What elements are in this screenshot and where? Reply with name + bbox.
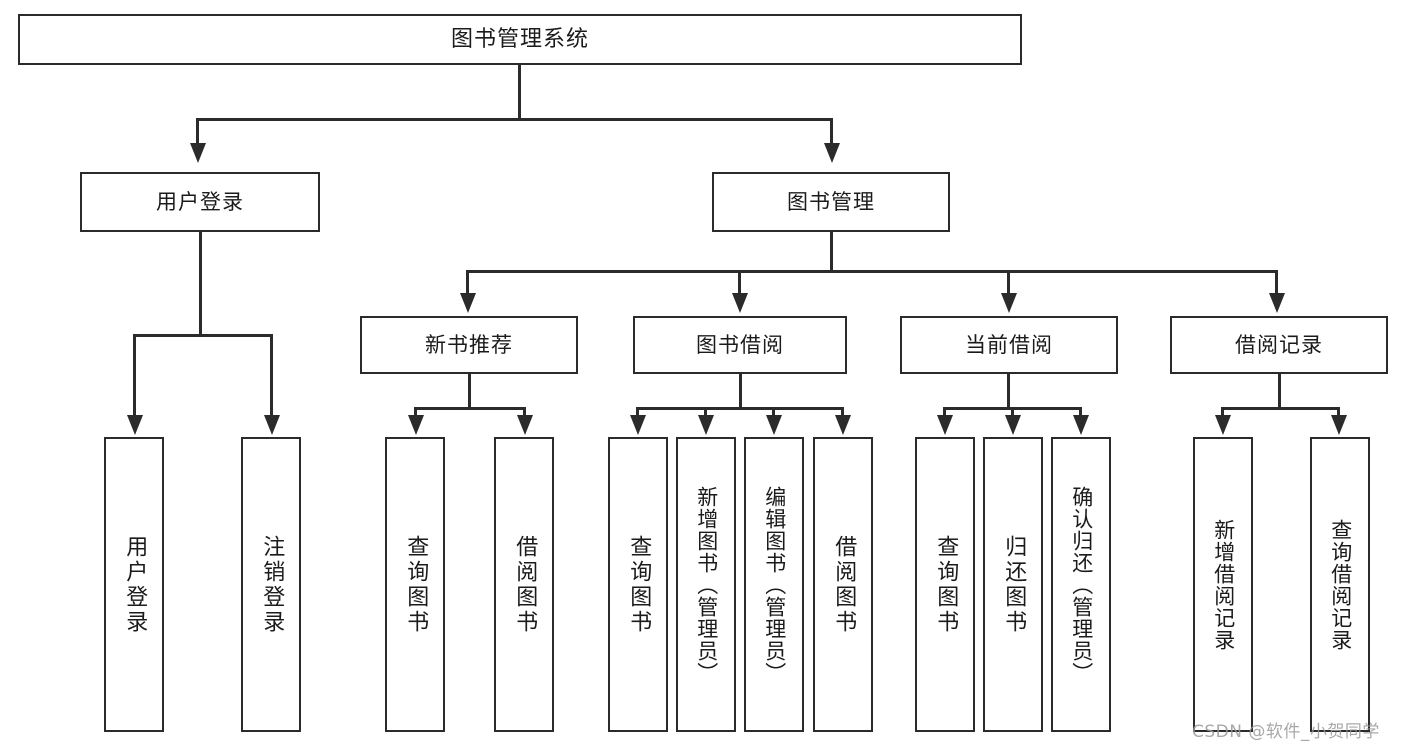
- arrowhead-user-login-leaf-2: [264, 415, 280, 435]
- connector-book-borrow-stem: [739, 374, 742, 410]
- connector-to-book-manage: [830, 118, 833, 145]
- connector-borrow-record-stem: [1278, 374, 1281, 410]
- node-label: 查询图书: [626, 534, 652, 635]
- connector-borrow-record-drop-2: [1337, 407, 1340, 417]
- connector-current-borrow-drop-1: [943, 407, 946, 417]
- connector-user-login-bar: [133, 334, 273, 337]
- node-label: 查询图书: [403, 534, 429, 635]
- connector-book-borrow-bar: [636, 407, 844, 410]
- leaf-book-borrow-4[interactable]: 借阅图书: [813, 437, 873, 732]
- node-label: 当前借阅: [965, 332, 1053, 357]
- connector-book-borrow-drop-2: [704, 407, 707, 417]
- arrowhead-book-borrow-leaf-1: [630, 415, 646, 435]
- node-label: 用户登录: [122, 534, 148, 635]
- node-book-management[interactable]: 图书管理: [712, 172, 950, 232]
- node-new-book-recommend[interactable]: 新书推荐: [360, 316, 578, 374]
- arrowhead-borrow-record-leaf-1: [1215, 415, 1231, 435]
- connector-new-book-stem: [468, 374, 471, 410]
- node-label: 编辑图书（管理员）: [762, 485, 787, 684]
- arrowhead-book-manage: [824, 143, 840, 163]
- arrowhead-borrow-record-leaf-2: [1331, 415, 1347, 435]
- connector-to-current-borrow: [1007, 270, 1010, 295]
- arrowhead-new-book: [460, 293, 476, 313]
- leaf-user-login-1[interactable]: 用户登录: [104, 437, 164, 732]
- leaf-current-borrow-3[interactable]: 确认归还（管理员）: [1051, 437, 1111, 732]
- node-borrow-record[interactable]: 借阅记录: [1170, 316, 1388, 374]
- connector-borrow-record-drop-1: [1221, 407, 1224, 417]
- node-current-borrow[interactable]: 当前借阅: [900, 316, 1118, 374]
- connector-book-borrow-drop-1: [636, 407, 639, 417]
- connector-book-borrow-drop-4: [841, 407, 844, 417]
- arrowhead-current-borrow-leaf-1: [937, 415, 953, 435]
- connector-new-book-drop-2: [523, 407, 526, 417]
- leaf-new-book-1[interactable]: 查询图书: [385, 437, 445, 732]
- node-root-system[interactable]: 图书管理系统: [18, 14, 1022, 65]
- connector-root-stem: [518, 65, 521, 118]
- connector-new-book-bar: [414, 407, 526, 410]
- leaf-user-login-2[interactable]: 注销登录: [241, 437, 301, 732]
- node-book-borrow[interactable]: 图书借阅: [633, 316, 847, 374]
- node-label: 借阅图书: [512, 534, 538, 635]
- node-label: 查询借阅记录: [1328, 518, 1353, 651]
- node-label: 借阅记录: [1235, 332, 1323, 357]
- leaf-borrow-record-2[interactable]: 查询借阅记录: [1310, 437, 1370, 732]
- arrowhead-book-borrow-leaf-3: [766, 415, 782, 435]
- node-label: 图书管理: [787, 189, 875, 214]
- arrowhead-new-book-leaf-1: [408, 415, 424, 435]
- node-label: 借阅图书: [831, 534, 857, 635]
- connector-to-borrow-record: [1275, 270, 1278, 295]
- arrowhead-book-borrow-leaf-2: [698, 415, 714, 435]
- node-label: 查询图书: [933, 534, 959, 635]
- node-label: 新书推荐: [425, 332, 513, 357]
- arrowhead-book-borrow: [732, 293, 748, 313]
- node-label: 新增借阅记录: [1211, 518, 1236, 651]
- arrowhead-current-borrow-leaf-2: [1005, 415, 1021, 435]
- connector-book-borrow-drop-3: [772, 407, 775, 417]
- connector-to-new-book: [466, 270, 469, 295]
- arrowhead-borrow-record: [1269, 293, 1285, 313]
- connector-current-borrow-stem: [1007, 374, 1010, 410]
- leaf-borrow-record-1[interactable]: 新增借阅记录: [1193, 437, 1253, 732]
- leaf-current-borrow-1[interactable]: 查询图书: [915, 437, 975, 732]
- node-label: 归还图书: [1001, 534, 1027, 635]
- connector-to-user-login: [196, 118, 199, 145]
- arrowhead-new-book-leaf-2: [517, 415, 533, 435]
- node-label: 图书借阅: [696, 332, 784, 357]
- connector-borrow-record-bar: [1221, 407, 1339, 410]
- node-label: 新增图书（管理员）: [694, 485, 719, 684]
- arrowhead-user-login: [190, 143, 206, 163]
- node-label: 注销登录: [259, 534, 285, 635]
- connector-user-login-drop-1: [133, 334, 136, 417]
- node-user-login[interactable]: 用户登录: [80, 172, 320, 232]
- connector-new-book-drop-1: [414, 407, 417, 417]
- arrowhead-current-borrow-leaf-3: [1073, 415, 1089, 435]
- leaf-book-borrow-1[interactable]: 查询图书: [608, 437, 668, 732]
- connector-current-borrow-drop-3: [1079, 407, 1082, 417]
- leaf-current-borrow-2[interactable]: 归还图书: [983, 437, 1043, 732]
- connector-user-login-drop-2: [270, 334, 273, 417]
- node-label: 图书管理系统: [450, 26, 589, 52]
- connector-root-bar: [196, 118, 833, 121]
- arrowhead-current-borrow: [1001, 293, 1017, 313]
- connector-book-manage-bar: [466, 270, 1278, 273]
- leaf-new-book-2[interactable]: 借阅图书: [494, 437, 554, 732]
- connector-book-manage-stem: [830, 232, 833, 272]
- arrowhead-user-login-leaf-1: [127, 415, 143, 435]
- csdn-watermark: CSDN @软件_小贺同学: [1192, 722, 1380, 742]
- node-label: 确认归还（管理员）: [1069, 485, 1094, 684]
- connector-to-book-borrow: [738, 270, 741, 295]
- leaf-book-borrow-3[interactable]: 编辑图书（管理员）: [744, 437, 804, 732]
- leaf-book-borrow-2[interactable]: 新增图书（管理员）: [676, 437, 736, 732]
- node-label: 用户登录: [156, 189, 244, 214]
- arrowhead-book-borrow-leaf-4: [835, 415, 851, 435]
- connector-current-borrow-drop-2: [1011, 407, 1014, 417]
- connector-user-login-stem: [199, 232, 202, 335]
